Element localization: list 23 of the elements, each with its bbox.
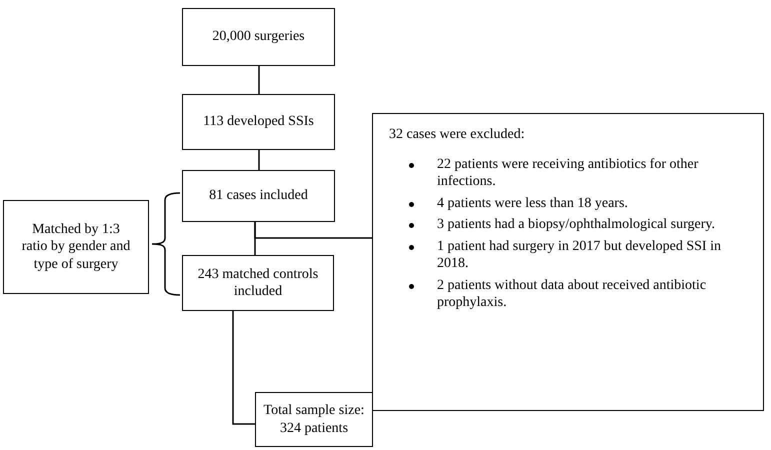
box-text: 20,000 surgeries xyxy=(212,28,305,46)
box-text: 113 developed SSIs xyxy=(203,113,314,131)
process-box xyxy=(3,200,149,294)
process-box xyxy=(182,170,335,222)
list-item: 1 patient had surgery in 2017 but developed SSI in 2018. xyxy=(429,238,747,272)
list-item: 2 patients without data about received antibiotic prophylaxis. xyxy=(429,276,747,312)
process-box xyxy=(182,255,334,311)
connector-line xyxy=(258,66,260,94)
list-item: 3 patients had a biopsy/ophthalmological surgery. xyxy=(429,216,747,234)
connector-line xyxy=(258,150,260,170)
connector-line xyxy=(232,311,255,425)
connector-line xyxy=(254,222,372,239)
box-text: Matched by 1:3 ratio by gender and type of surgery xyxy=(20,220,132,274)
box-text: 243 matched controls included xyxy=(196,266,320,300)
process-box xyxy=(182,94,335,150)
process-box xyxy=(255,392,373,447)
list-item: 4 patients were less than 18 years. xyxy=(429,194,747,212)
process-box xyxy=(182,8,335,66)
box-text: Total sample size: 324 patients xyxy=(262,402,366,437)
box-text: 81 cases included xyxy=(209,187,308,205)
box-heading: 32 cases were excluded: xyxy=(389,126,526,144)
list-item: 22 patients were receiving antibiotics for other infections. xyxy=(429,156,747,190)
exclusion-box xyxy=(372,113,764,411)
